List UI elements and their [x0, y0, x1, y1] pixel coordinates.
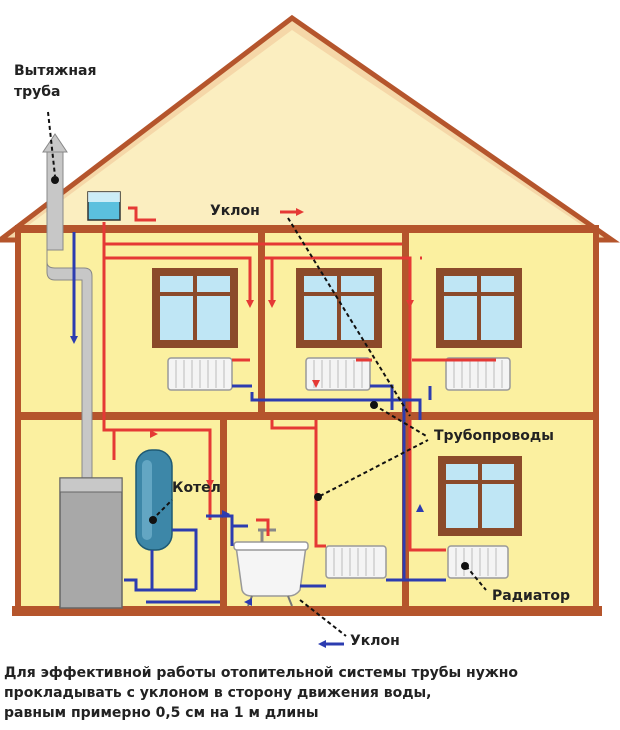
radiator-lower-1 [325, 545, 387, 579]
flow-arrows [70, 208, 424, 648]
ground-slab [12, 606, 602, 616]
caption-line-1: Для эффективной работы отопительной сист… [4, 665, 519, 681]
label-radiator: Радиатор [492, 588, 571, 604]
caption-line-3: равным примерно 0,5 см на 1 м длины [4, 705, 319, 721]
label-exhaust-pipe-1: Вытяжная [14, 63, 97, 79]
caption-line-2: прокладывать с уклоном в сторону движени… [4, 685, 432, 701]
cold-pipes [72, 232, 446, 604]
caption: Для эффективной работы отопительной сист… [4, 663, 616, 723]
boiler-tank [135, 449, 173, 551]
window-upper-2 [296, 268, 382, 348]
radiator-lower-2 [447, 545, 509, 579]
wall-upper-2 [402, 232, 409, 414]
window-lower [438, 456, 522, 536]
radiator-upper-2 [305, 357, 371, 391]
expansion-tank [87, 191, 121, 221]
label-pipelines: Трубопроводы [434, 428, 554, 444]
window-upper-1 [152, 268, 238, 348]
label-exhaust-pipe-2: труба [14, 84, 61, 100]
window-upper-3 [436, 268, 522, 348]
exhaust-pipe [42, 133, 93, 481]
label-boiler: Котел [172, 480, 221, 496]
callout-lines [47, 111, 487, 637]
label-slope-bottom: Уклон [350, 633, 400, 649]
wall-upper-1 [258, 232, 265, 414]
heating-boiler [59, 477, 123, 609]
radiator-upper-3 [445, 357, 511, 391]
radiator-upper-1 [167, 357, 233, 391]
hot-pipes [102, 206, 496, 552]
label-slope-top: Уклон [210, 203, 260, 219]
attic-gable [14, 30, 598, 236]
floor-slab [18, 412, 596, 420]
